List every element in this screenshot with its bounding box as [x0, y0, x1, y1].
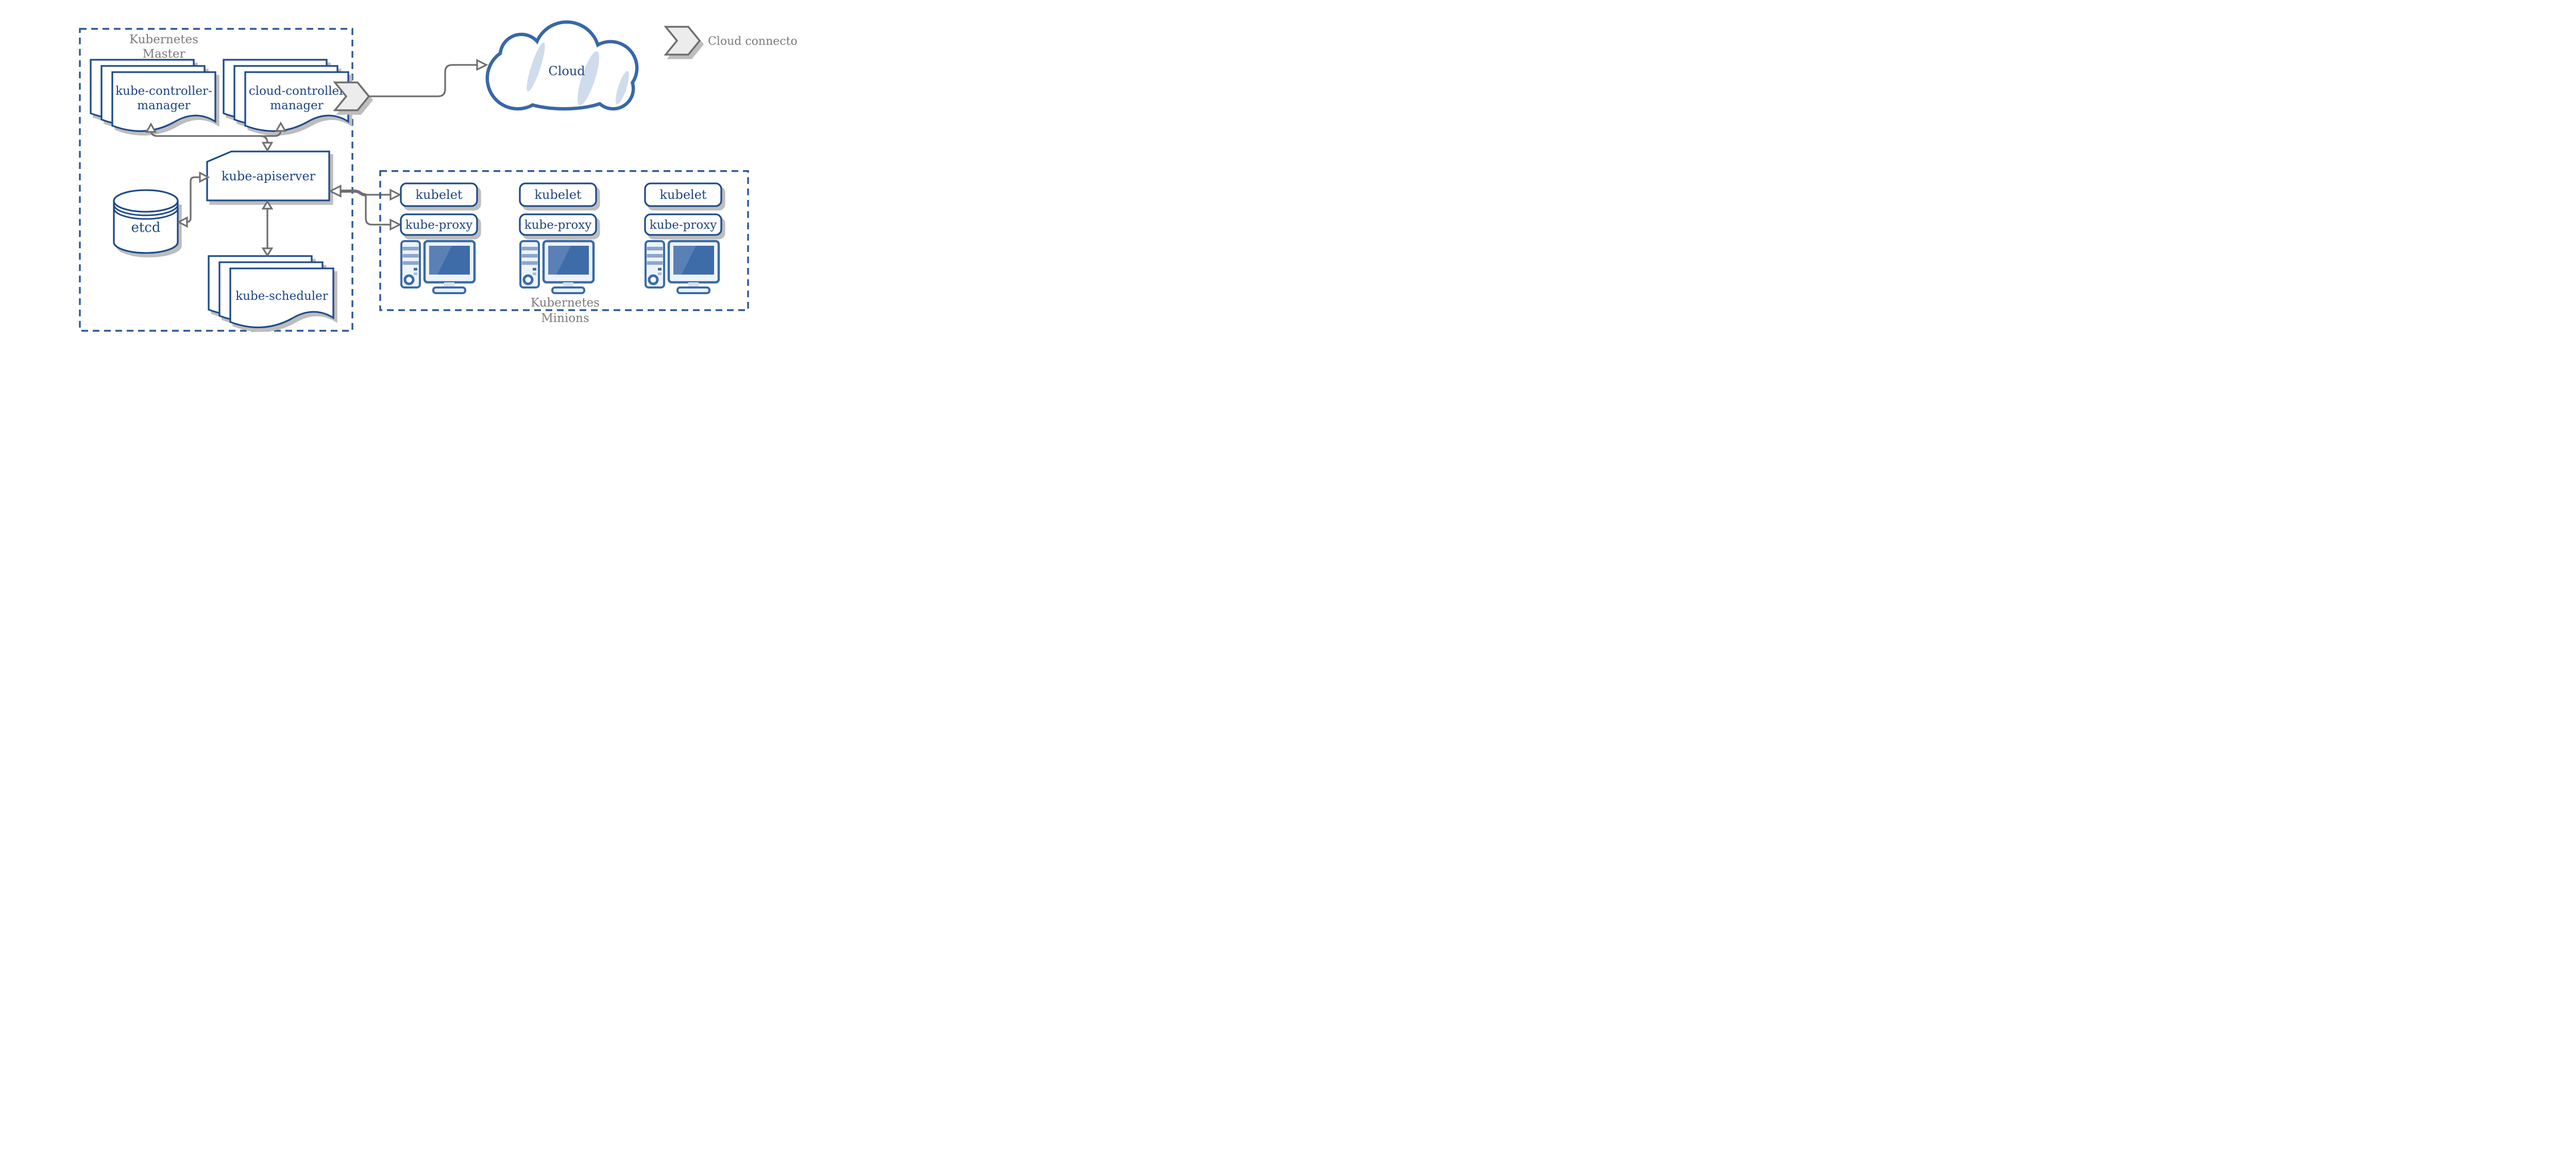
- cloud-label: Cloud: [548, 64, 585, 78]
- arrowhead-right-kubelet: [389, 189, 402, 201]
- kubelet-label: kubelet: [534, 188, 581, 202]
- arrowhead-left-etcd: [177, 216, 188, 228]
- kube-controller-manager-label-line2: manager: [137, 99, 190, 112]
- cloud-connector-legend: Cloud connector: [664, 26, 797, 56]
- arrows-group: [145, 59, 488, 258]
- arrowhead-left-apiserver-right-edge: [328, 184, 342, 198]
- kube-proxy-label: kube-proxy: [650, 218, 717, 232]
- computer-icon: [645, 240, 720, 294]
- etcd-label: etcd: [131, 220, 160, 235]
- etcd-cylinder-top: [113, 189, 179, 213]
- arrowhead-up-apiserver-bottom: [261, 199, 274, 210]
- arrowhead-right-kube-proxy: [389, 218, 402, 231]
- kubelet-label: kubelet: [415, 188, 462, 202]
- kubernetes-architecture-diagram: Kubernetes Master kube-controller- manag…: [0, 0, 797, 345]
- kube-proxy-box: [644, 213, 722, 236]
- arrowhead-right-cloud: [476, 59, 488, 71]
- kubelet-label: kubelet: [659, 188, 706, 202]
- minion-column-2: kubelet kube-proxy: [519, 182, 597, 294]
- kube-apiserver-box: [206, 150, 330, 201]
- arrowhead-up-cloud-controller: [275, 121, 287, 132]
- minions-dashed-border: [379, 170, 749, 311]
- etcd-ring-2: [113, 208, 179, 220]
- master-title-line2: Master: [143, 47, 185, 61]
- kubernetes-master-group: Kubernetes Master kube-controller- manag…: [79, 28, 370, 332]
- kube-scheduler-node: kube-scheduler: [208, 255, 334, 329]
- cloud-connector-icon: [333, 81, 370, 111]
- kube-proxy-label: kube-proxy: [524, 218, 591, 232]
- kube-proxy-box: [400, 213, 478, 236]
- cloud-connector-legend-label: Cloud connector: [708, 35, 797, 48]
- branch-to-kube-proxy: [365, 195, 391, 226]
- etcd-node: etcd: [113, 189, 179, 254]
- etcd-ring-1: [113, 204, 179, 216]
- apiserver-etcd-connector: [180, 176, 201, 223]
- cloud-crescents: [527, 42, 629, 106]
- kubelet-box: [400, 182, 478, 207]
- cloud-connector-legend-icon: [664, 26, 701, 56]
- diagram-svg: Kubernetes Master kube-controller- manag…: [79, 20, 797, 332]
- kube-apiserver-label: kube-apiserver: [222, 169, 316, 183]
- arrowhead-up-kube-controller: [145, 122, 157, 133]
- cloud-controller-manager-label-line1: cloud-controller: [249, 84, 345, 98]
- controllers-apiserver-connector: [150, 129, 282, 137]
- cloud-controller-manager-node: cloud-controller manager: [223, 59, 349, 132]
- minion-column-1: kubelet kube-proxy: [400, 182, 478, 294]
- master-title-line1: Kubernetes: [129, 33, 198, 46]
- apiserver-minions-trunk: [340, 190, 366, 196]
- kube-scheduler-label: kube-scheduler: [235, 290, 328, 303]
- kubelet-box: [644, 182, 722, 207]
- kubernetes-minions-group: kubelet kube-proxy kubelet: [379, 170, 749, 325]
- kube-proxy-label: kube-proxy: [405, 218, 472, 232]
- kube-proxy-box: [519, 213, 597, 236]
- connector-to-cloud: [369, 64, 477, 97]
- arrowhead-right-apiserver: [199, 171, 210, 183]
- kube-controller-manager-node: kube-controller- manager: [90, 59, 216, 132]
- minions-title-line2: Minions: [541, 312, 589, 325]
- arrowhead-down-scheduler: [261, 247, 274, 258]
- computer-icon: [400, 240, 476, 294]
- controllers-apiserver-down-branch: [260, 135, 268, 143]
- kube-controller-manager-label-line1: kube-controller-: [115, 84, 212, 98]
- minion-column-3: kubelet kube-proxy: [644, 182, 722, 294]
- minions-title-line1: Kubernetes: [531, 296, 600, 310]
- cloud-node: Cloud: [485, 20, 639, 111]
- kubelet-box: [519, 182, 597, 207]
- computer-icon: [519, 240, 595, 294]
- kube-apiserver-node: kube-apiserver: [206, 150, 330, 201]
- master-dashed-border: [79, 28, 353, 332]
- cloud-controller-manager-label-line2: manager: [270, 99, 323, 112]
- arrowhead-down-apiserver: [261, 142, 274, 152]
